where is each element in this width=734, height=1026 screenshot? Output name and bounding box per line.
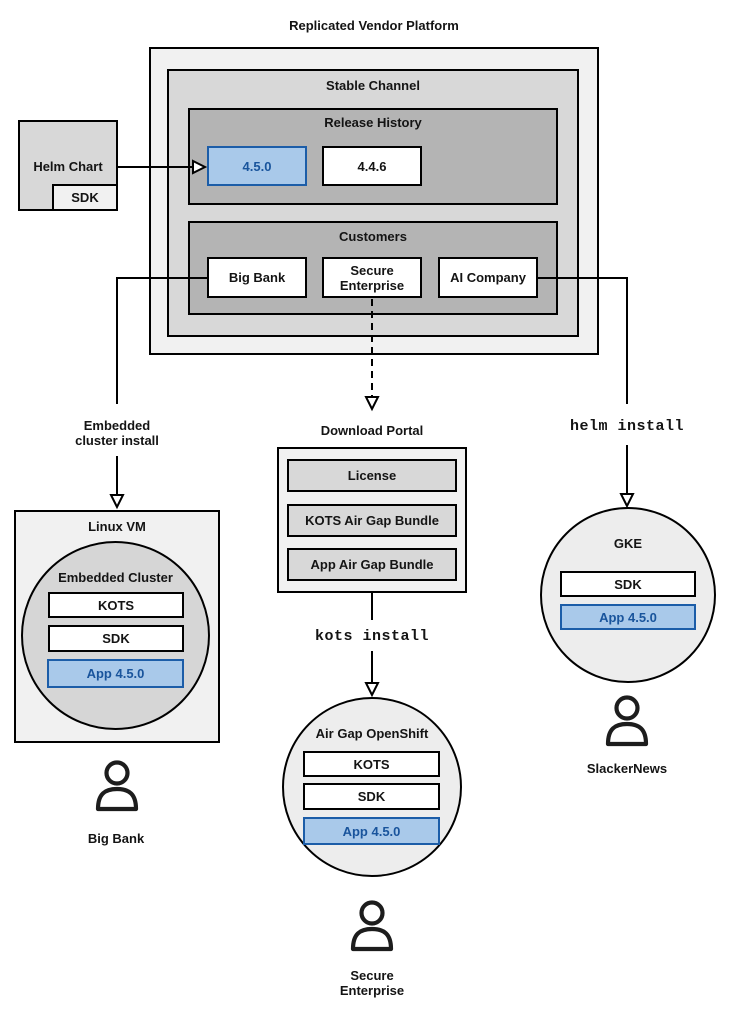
linux-vm-title: Linux VM <box>88 519 146 534</box>
customers-title: Customers <box>339 229 407 244</box>
helm-chart-sdk-box: SDK <box>52 184 118 211</box>
linux-vm-kots-box: KOTS <box>48 592 184 618</box>
airgap-sdk-box: SDK <box>303 783 440 810</box>
release-446-box: 4.4.6 <box>322 146 422 186</box>
embedded-install-label: Embedded cluster install <box>75 418 159 448</box>
secure-enterprise-user-label: Secure Enterprise <box>339 968 405 998</box>
arrowhead-airgap <box>364 682 380 698</box>
linux-vm-sdk-box: SDK <box>48 625 184 652</box>
big-bank-user-icon <box>91 758 143 823</box>
helm-chart-label: Helm Chart <box>33 159 103 174</box>
download-portal-title: Download Portal <box>320 423 424 438</box>
airgap-openshift-title: Air Gap OpenShift <box>315 726 429 741</box>
embedded-cluster-title: Embedded Cluster <box>58 570 173 585</box>
customer-secure-enterprise-box: Secure Enterprise <box>322 257 422 298</box>
kots-airgap-bundle-box: KOTS Air Gap Bundle <box>287 504 457 537</box>
linux-vm-app-box: App 4.5.0 <box>47 659 184 688</box>
gke-title: GKE <box>613 536 643 551</box>
slackernews-user-icon <box>601 693 653 758</box>
helm-install-label: helm install <box>569 418 685 435</box>
airgap-kots-box: KOTS <box>303 751 440 777</box>
release-history-title: Release History <box>324 115 422 130</box>
big-bank-user-label: Big Bank <box>87 831 145 846</box>
kots-install-label: kots install <box>314 628 430 645</box>
gke-app-box: App 4.5.0 <box>560 604 696 630</box>
arrowhead-linux-vm <box>109 494 125 510</box>
license-box: License <box>287 459 457 492</box>
arrowhead-download-portal <box>364 396 380 412</box>
customer-ai-company-box: AI Company <box>438 257 538 298</box>
release-450-box: 4.5.0 <box>207 146 307 186</box>
gke-sdk-box: SDK <box>560 571 696 597</box>
customer-big-bank-box: Big Bank <box>207 257 307 298</box>
secure-enterprise-user-icon <box>346 898 398 963</box>
platform-title: Replicated Vendor Platform <box>289 18 459 33</box>
app-airgap-bundle-box: App Air Gap Bundle <box>287 548 457 581</box>
stable-channel-title: Stable Channel <box>326 78 420 93</box>
arrowhead-gke <box>619 493 635 509</box>
slackernews-user-label: SlackerNews <box>586 761 668 776</box>
airgap-app-box: App 4.5.0 <box>303 817 440 845</box>
